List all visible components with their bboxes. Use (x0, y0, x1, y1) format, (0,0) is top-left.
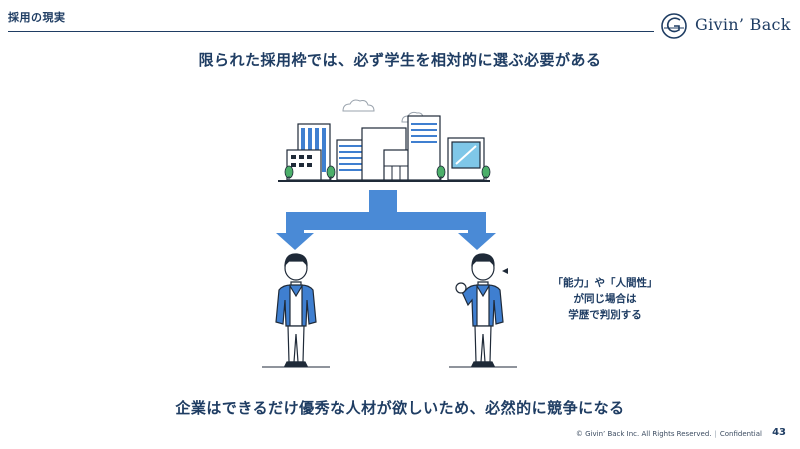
confidential-label: Confidential (719, 430, 762, 438)
tree-icon (284, 165, 491, 181)
logo-text: Givin’ Back (695, 15, 791, 34)
page-number: 43 (772, 427, 786, 438)
logo-mark-icon (661, 13, 687, 39)
footer: © Givin’ Back Inc. All Rights Reserved.|… (576, 430, 762, 438)
note-line: が同じ場合は (573, 293, 637, 305)
branching-arrow (276, 190, 496, 250)
section-title: 採用の現実 (8, 11, 66, 24)
header-divider (8, 31, 654, 32)
headline: 限られた採用枠では、必ず学生を相対的に選ぶ必要がある (198, 51, 602, 69)
conclusion-text: 企業はできるだけ優秀な人材が欲しいため、必然的に競争になる (175, 399, 625, 417)
student-raised-hand-icon (449, 253, 517, 368)
note-line: 学歴で判別する (568, 309, 642, 321)
slide-header: 採用の現実 Givin’ Back (0, 0, 800, 40)
student-icon (262, 253, 330, 368)
city-buildings-illustration (278, 115, 490, 182)
speech-pointer-icon (502, 268, 508, 274)
company-logo: Givin’ Back (660, 12, 790, 40)
footer-separator: | (714, 430, 717, 438)
side-note: 「能力」や「人間性」 が同じ場合は 学歴で判別する (535, 275, 675, 323)
cloud-icon (342, 99, 375, 112)
copyright-text: © Givin’ Back Inc. All Rights Reserved. (575, 430, 712, 438)
note-line: 「能力」や「人間性」 (552, 277, 658, 289)
